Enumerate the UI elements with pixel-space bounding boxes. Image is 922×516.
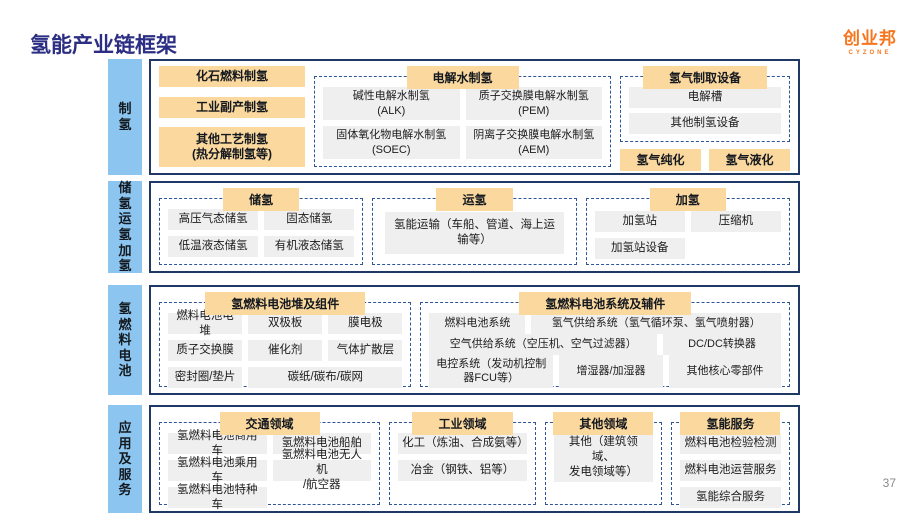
- item-stack: 燃料电池电堆: [168, 310, 243, 337]
- section-electrolysis: 电解水制氢 碱性电解水制氢 (ALK) 质子交换膜电解水制氢 (PEM) 固体氧…: [314, 66, 611, 167]
- item-alk: 碱性电解水制氢 (ALK): [323, 87, 460, 120]
- equipment-column: 氢气制取设备 电解槽 其他制氢设备 氢气纯化 氢气液化: [620, 66, 790, 171]
- item-passenger-vehicle: 氢燃料电池乘用车: [168, 457, 267, 484]
- item-dcdc-converter: DC/DC转换器: [663, 334, 781, 355]
- item-other-fields: 其他（建筑领域、 发电领域等）: [553, 433, 653, 482]
- row-storage-transport-refueling: 储氢运氢加氢 储氢 高压气态储氢 固态储氢 低温液态储氢 有机液态储氢 运氢 氢…: [108, 180, 800, 273]
- row-hydrogen-production: 制氢 化石燃料制氢 工业副产制氢 其他工艺制氢 (热分解制氢等) 电解水制氢 碱…: [108, 59, 800, 175]
- row-box-storage-transport-refueling: 储氢 高压气态储氢 固态储氢 低温液态储氢 有机液态储氢 运氢 氢能运输（车船、…: [149, 181, 800, 273]
- section-hydrogen-service: 氢能服务 燃料电池检验检测 燃料电池运营服务 氢能综合服务: [670, 412, 790, 508]
- item-carbon-paper-cloth: 碳纸/碳布/碳网: [248, 367, 403, 388]
- item-electrolyzer: 电解槽: [629, 87, 781, 108]
- item-other-core-parts: 其他核心零部件: [669, 355, 781, 388]
- section-industry-field: 工业领域 化工（炼油、合成氨等） 冶金（钢铁、铝等）: [389, 412, 536, 505]
- row-box-hydrogen-production: 化石燃料制氢 工业副产制氢 其他工艺制氢 (热分解制氢等) 电解水制氢 碱性电解…: [149, 59, 800, 175]
- item-cryogenic-liquid-storage: 低温液态储氢: [168, 236, 259, 257]
- item-catalyst: 催化剂: [248, 340, 323, 361]
- box-hydrogen-liquefaction: 氢气液化: [709, 149, 790, 171]
- section-refueling: 加氢 加氢站 压缩机 加氢站设备: [585, 188, 790, 265]
- item-commercial-vehicle: 氢燃料电池商用车: [168, 430, 267, 457]
- item-compressor: 压缩机: [690, 211, 781, 232]
- item-organic-liquid-storage: 有机液态储氢: [264, 236, 355, 257]
- row-label-hydrogen-production: 制氢: [108, 59, 142, 175]
- item-special-vehicle: 氢燃料电池特种车: [168, 484, 267, 511]
- item-operation-service: 燃料电池运营服务: [679, 460, 781, 481]
- row-label-storage-transport-refueling: 储氢运氢加氢: [108, 180, 142, 273]
- section-header-hydrogen-service: 氢能服务: [680, 412, 781, 435]
- box-fossil-fuel: 化石燃料制氢: [159, 66, 305, 87]
- item-humidifier: 增湿器/加湿器: [559, 355, 663, 388]
- row-application-service: 应用及服务 交通领域 氢燃料电池商用车 氢燃料电池船舶 氢燃料电池乘用车 氢燃料…: [108, 405, 800, 513]
- section-header-industry-field: 工业领域: [412, 412, 513, 435]
- item-proton-exchange-membrane: 质子交换膜: [168, 340, 243, 361]
- section-hydrogen-equipment: 氢气制取设备 电解槽 其他制氢设备: [620, 66, 790, 142]
- logo-subtext: CYZONE: [848, 50, 892, 56]
- item-drone-aircraft: 氢燃料电池无人机 /航空器: [272, 449, 372, 491]
- cyzone-logo: 创业邦 CYZONE: [830, 24, 910, 56]
- item-chemical: 化工（炼油、合成氨等）: [398, 433, 529, 454]
- item-hydrogen-supply-system: 氢气供给系统（氢气循环泵、氢气喷射器）: [531, 313, 781, 334]
- section-fuel-cell-system: 氢燃料电池系统及辅件 燃料电池系统 氢气供给系统（氢气循环泵、氢气喷射器） 空气…: [420, 292, 790, 388]
- item-station-equipment: 加氢站设备: [594, 238, 685, 259]
- row-box-application-service: 交通领域 氢燃料电池商用车 氢燃料电池船舶 氢燃料电池乘用车 氢燃料电池无人机 …: [149, 405, 800, 513]
- row-fuel-cell: 氢燃料电池 氢燃料电池堆及组件 燃料电池电堆 双极板 膜电极 质子交换膜 催化剂…: [108, 285, 800, 395]
- item-comprehensive-service: 氢能综合服务: [679, 487, 781, 508]
- section-header-storage: 储氢: [223, 188, 300, 211]
- box-other-process: 其他工艺制氢 (热分解制氢等): [159, 127, 305, 167]
- box-hydrogen-purification: 氢气纯化: [620, 149, 701, 171]
- item-seal-gasket: 密封圈/垫片: [168, 367, 243, 388]
- row-label-fuel-cell: 氢燃料电池: [108, 285, 142, 395]
- box-industrial-byproduct: 工业副产制氢: [159, 96, 305, 118]
- item-bipolar-plate: 双极板: [248, 313, 323, 334]
- item-aem: 阴离子交换膜电解水制氢 (AEM): [465, 126, 602, 159]
- item-fuel-cell-system: 燃料电池系统: [429, 313, 526, 334]
- row-box-fuel-cell: 氢燃料电池堆及组件 燃料电池电堆 双极板 膜电极 质子交换膜 催化剂 气体扩散层…: [149, 285, 800, 395]
- item-gas-diffusion-layer: 气体扩散层: [328, 340, 403, 361]
- production-methods-column: 化石燃料制氢 工业副产制氢 其他工艺制氢 (热分解制氢等): [159, 66, 305, 167]
- section-header-hydrogen-equipment: 氢气制取设备: [642, 66, 768, 89]
- item-refueling-station: 加氢站: [594, 211, 685, 232]
- item-ship: 氢燃料电池船舶: [272, 433, 372, 454]
- section-transportation-field: 交通领域 氢燃料电池商用车 氢燃料电池船舶 氢燃料电池乘用车 氢燃料电池无人机 …: [159, 412, 381, 511]
- item-inspection-testing: 燃料电池检验检测: [679, 433, 781, 454]
- section-transport: 运氢 氢能运输（车船、管道、海上运 输等）: [372, 188, 577, 265]
- item-hydrogen-transport: 氢能运输（车船、管道、海上运 输等）: [385, 212, 564, 254]
- section-header-other-field: 其他领域: [553, 412, 654, 435]
- section-header-fuel-cell-system: 氢燃料电池系统及辅件: [519, 292, 692, 315]
- row-label-application-service: 应用及服务: [108, 405, 142, 513]
- item-solid-state-storage: 固态储氢: [264, 209, 355, 230]
- logo-text: 创业邦: [843, 29, 897, 48]
- item-soec: 固体氧化物电解水制氢 (SOEC): [323, 126, 460, 159]
- item-metallurgy: 冶金（钢铁、铝等）: [398, 460, 527, 481]
- page-title: 氢能产业链框架: [30, 34, 177, 57]
- item-membrane-electrode: 膜电极: [328, 313, 403, 334]
- section-header-transportation-field: 交通领域: [219, 412, 320, 435]
- section-header-transport: 运氢: [436, 188, 513, 211]
- section-header-electrolysis: 电解水制氢: [406, 66, 519, 89]
- item-other-equipment: 其他制氢设备: [629, 113, 781, 134]
- section-fuel-cell-stack: 氢燃料电池堆及组件 燃料电池电堆 双极板 膜电极 质子交换膜 催化剂 气体扩散层…: [159, 292, 412, 388]
- diagram: 制氢 化石燃料制氢 工业副产制氢 其他工艺制氢 (热分解制氢等) 电解水制氢 碱…: [108, 59, 800, 513]
- item-pem: 质子交换膜电解水制氢 (PEM): [465, 87, 602, 120]
- page-number: 37: [882, 476, 896, 490]
- section-storage: 储氢 高压气态储氢 固态储氢 低温液态储氢 有机液态储氢: [159, 188, 364, 265]
- section-other-field: 其他领域 其他（建筑领域、 发电领域等）: [544, 412, 662, 505]
- section-header-fuel-cell-stack: 氢燃料电池堆及组件: [205, 292, 366, 315]
- item-high-pressure-gas-storage: 高压气态储氢: [168, 209, 259, 230]
- item-control-system: 电控系统（发动机控制器FCU等）: [429, 355, 553, 388]
- section-header-refueling: 加氢: [649, 188, 726, 211]
- item-air-supply-system: 空气供给系统（空压机、空气过滤器）: [429, 334, 657, 355]
